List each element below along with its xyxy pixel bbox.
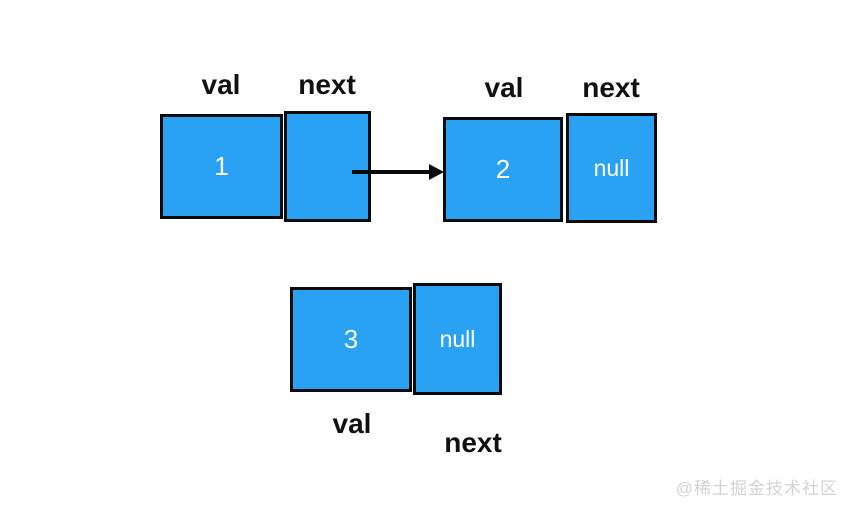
watermark: @稀土掘金技术社区 — [675, 479, 838, 498]
node3-next-box: null — [413, 283, 502, 395]
node2-next-value: null — [593, 154, 630, 181]
node2-val-box: 2 — [443, 117, 563, 222]
node2-next-box: null — [566, 113, 657, 223]
node1-val-label: val — [201, 69, 241, 100]
node1-val-box: 1 — [160, 114, 283, 219]
node3-next-value: null — [439, 325, 476, 352]
node1-val-value: 1 — [214, 151, 229, 181]
next-pointer-arrow — [352, 164, 444, 180]
node3-val-label: val — [332, 408, 372, 439]
node3-val-box: 3 — [290, 287, 412, 392]
node2-val-value: 2 — [495, 154, 511, 184]
node3-next-label: next — [444, 427, 502, 458]
node1-next-box — [284, 111, 371, 222]
node2-next-label: next — [582, 72, 640, 103]
node3-val-value: 3 — [343, 324, 359, 354]
node1-next-label: next — [298, 69, 356, 100]
node2-val-label: val — [484, 72, 524, 103]
